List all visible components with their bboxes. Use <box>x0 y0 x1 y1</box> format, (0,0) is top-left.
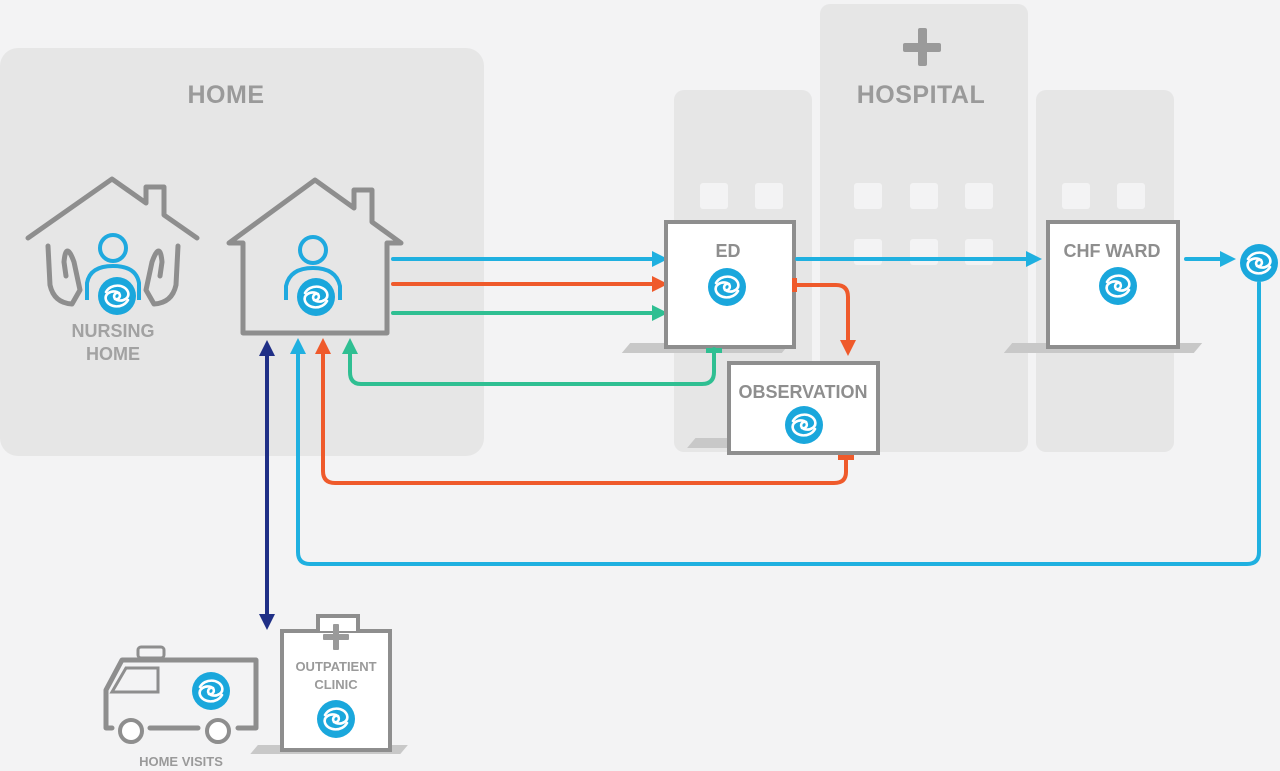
hand-right-icon <box>143 243 181 307</box>
home-zone-label: HOME <box>188 81 265 109</box>
chf-ward-label: CHF WARD <box>1064 241 1161 261</box>
caregiver-icon <box>284 235 342 300</box>
home-visits-van-icon <box>103 645 259 744</box>
spiral-logo-icon <box>783 404 825 446</box>
flow-ed-to-observation-orange <box>792 278 856 356</box>
flow-home-to-ed-blue <box>391 251 668 267</box>
ed-label: ED <box>715 241 740 261</box>
spiral-logo-icon <box>96 275 138 317</box>
spiral-logo-icon <box>295 276 337 318</box>
flow-ed-to-home-green <box>342 338 722 386</box>
spiral-logo-icon <box>190 670 232 712</box>
flow-home-to-ed-orange <box>391 276 668 292</box>
house-outline-icon <box>226 177 404 336</box>
observation-node <box>687 361 880 455</box>
home-node <box>226 177 404 336</box>
chf-ward-node <box>1003 220 1203 353</box>
nursing-home-label-line2: HOME <box>86 344 140 364</box>
nursing-home-label-line1: NURSING <box>71 321 154 341</box>
plus-icon <box>323 624 349 650</box>
nursing-home-node <box>25 176 200 317</box>
ed-node <box>621 220 796 353</box>
house-outline-icon <box>25 176 200 241</box>
outpatient-label-line2: CLINIC <box>314 677 358 692</box>
caregiver-icon <box>85 233 141 300</box>
spiral-logo-icon <box>1097 265 1139 307</box>
flow-discharge-to-home-blue <box>290 281 1261 566</box>
outpatient-clinic-node <box>250 614 408 754</box>
flow-chf-to-discharge-blue <box>1184 251 1236 267</box>
outpatient-label-line1: OUTPATIENT <box>295 659 376 674</box>
observation-label: OBSERVATION <box>738 382 867 402</box>
flow-observation-to-home-orange <box>315 338 854 485</box>
hand-left-icon <box>45 243 83 307</box>
home-visits-label: HOME VISITS <box>139 754 223 769</box>
flow-home-outpatient-navy <box>259 340 275 630</box>
spiral-logo-icon <box>706 266 748 308</box>
flow-home-to-ed-green <box>391 305 668 321</box>
discharge-logo-icon <box>1238 242 1280 284</box>
plus-icon <box>903 28 941 66</box>
hospital-zone-label: HOSPITAL <box>857 81 986 109</box>
spiral-logo-icon <box>315 698 357 740</box>
flow-ed-to-chf-blue <box>795 251 1042 267</box>
